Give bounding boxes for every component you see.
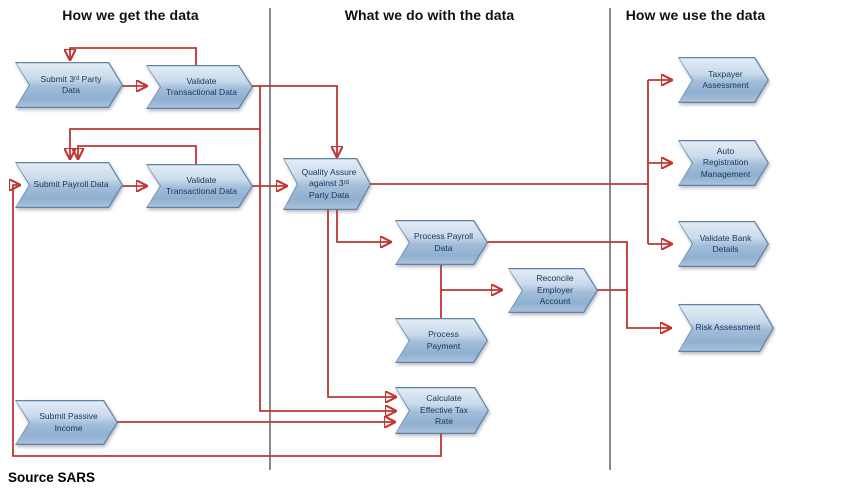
column-header-how-we-use: How we use the data [625,7,766,23]
node-auto-registration-management: Auto Registration Management [678,140,769,186]
chevron-shape [678,140,769,186]
node-label: Calculate Effective Tax Rate [420,393,468,427]
node-label: Submit Payroll Data [33,179,109,190]
chevron-shape [395,387,489,434]
node-label: Risk Assessment [695,322,761,333]
chevron-shape [15,400,118,445]
edge-qualityassure-to-processpayroll [336,210,390,242]
edge-qualityassure-to-calculate [327,210,395,397]
node-label: Validate Bank Details [699,232,752,254]
chevron-shape [146,164,253,208]
column-header-how-we-get: How we get the data [62,7,199,23]
column-header-what-we-do: What we do with the data [344,7,515,23]
node-label: Quality Assure against 3ʳᵈ Party Data [301,166,357,200]
node-label: Validate Transactional Data [165,75,238,97]
edge-validate1-to-calculate [259,86,395,411]
node-process-payroll-data: Process Payroll Data [395,220,488,265]
chevron-shape [15,62,123,108]
node-submit-passive-income: Submit Passive Income [15,400,118,445]
chevron-shape [508,268,598,313]
node-process-payment: Process Payment [395,318,488,363]
chevron-shape [395,318,488,363]
node-label: Auto Registration Management [700,145,751,179]
node-label: Taxpayer Assessment [702,68,749,90]
node-taxpayer-assessment: Taxpayer Assessment [678,57,769,103]
edge-validate1-to-submitpayroll [70,128,260,158]
column-divider-left [269,8,271,470]
chevron-shape [395,220,488,265]
chevron-shape [678,57,769,103]
source-note: Source SARS [8,470,96,485]
node-calculate-effective-tax-rate: Calculate Effective Tax Rate [395,387,489,434]
node-submit-payroll-data: Submit Payroll Data [15,162,123,208]
node-label: Validate Transactional Data [165,174,238,196]
node-risk-assessment: Risk Assessment [678,304,774,352]
column-divider-right [609,8,611,470]
node-quality-assure: Quality Assure against 3ʳᵈ Party Data [283,158,371,210]
chevron-shape [678,221,769,267]
node-label: Submit Passive Income [39,411,98,433]
node-reconcile-employer-account: Reconcile Employer Account [508,268,598,313]
node-validate-bank-details: Validate Bank Details [678,221,769,267]
chevron-shape [146,65,253,109]
node-validate-transactional-data-1: Validate Transactional Data [146,65,253,109]
node-label: Process Payroll Data [413,231,474,253]
node-label: Reconcile Employer Account [536,273,574,307]
chevron-shape [15,162,123,208]
chevron-shape [283,158,371,210]
node-label: Process Payment [426,329,461,351]
node-submit-3rd-party-data: Submit 3ʳᵈ Party Data [15,62,123,108]
node-validate-transactional-data-2: Validate Transactional Data [146,164,253,208]
chevron-shape [678,304,774,352]
node-label: Submit 3ʳᵈ Party Data [40,73,102,95]
